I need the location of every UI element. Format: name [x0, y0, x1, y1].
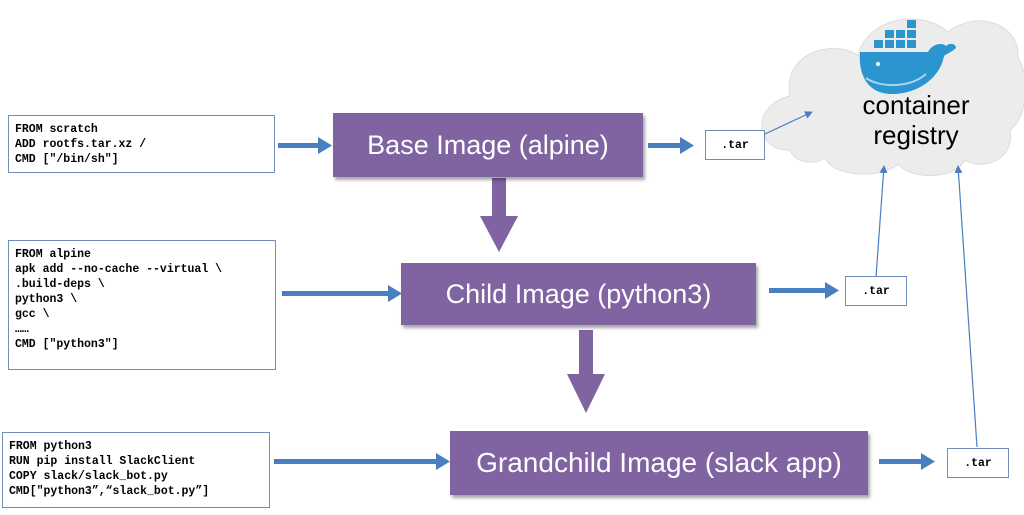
tar-arrows	[648, 137, 935, 470]
upload-arrows	[764, 111, 978, 448]
grandchild-dockerfile: FROM python3 RUN pip install SlackClient…	[2, 432, 270, 508]
code-line: RUN pip install SlackClient	[9, 455, 196, 468]
child-dockerfile: FROM alpine apk add --no-cache --virtual…	[8, 240, 276, 370]
code-line: COPY slack/slack_bot.py	[9, 470, 168, 483]
child-image-box: Child Image (python3)	[401, 263, 756, 325]
code-line: FROM alpine	[15, 248, 91, 261]
code-line: CMD["python3”,“slack_bot.py”]	[9, 485, 210, 498]
code-line: CMD ["python3"]	[15, 338, 119, 351]
code-line: ADD rootfs.tar.xz /	[15, 138, 147, 151]
base-tar-artifact: .tar	[705, 130, 765, 160]
code-line: .build-deps \	[15, 278, 105, 291]
code-line: python3 \	[15, 293, 78, 306]
registry-label-line1: container	[862, 90, 970, 120]
grandchild-image-box: Grandchild Image (slack app)	[450, 431, 868, 495]
base-image-box: Base Image (alpine)	[333, 113, 643, 177]
inheritance-arrows	[480, 178, 605, 413]
code-line: apk add --no-cache --virtual \	[15, 263, 223, 276]
base-dockerfile: FROM scratch ADD rootfs.tar.xz / CMD ["/…	[8, 115, 275, 173]
grandchild-tar-artifact: .tar	[947, 448, 1009, 478]
registry-label-line2: registry	[873, 120, 959, 150]
code-line: FROM python3	[9, 440, 92, 453]
child-tar-artifact: .tar	[845, 276, 907, 306]
code-line: FROM scratch	[15, 123, 98, 136]
docker-whale-icon	[859, 20, 956, 94]
code-line: CMD ["/bin/sh"]	[15, 153, 119, 166]
dockerfile-arrows	[274, 137, 450, 470]
code-line: gcc \	[15, 308, 50, 321]
code-line: ……	[15, 323, 29, 336]
registry-label: container registry	[846, 90, 986, 150]
